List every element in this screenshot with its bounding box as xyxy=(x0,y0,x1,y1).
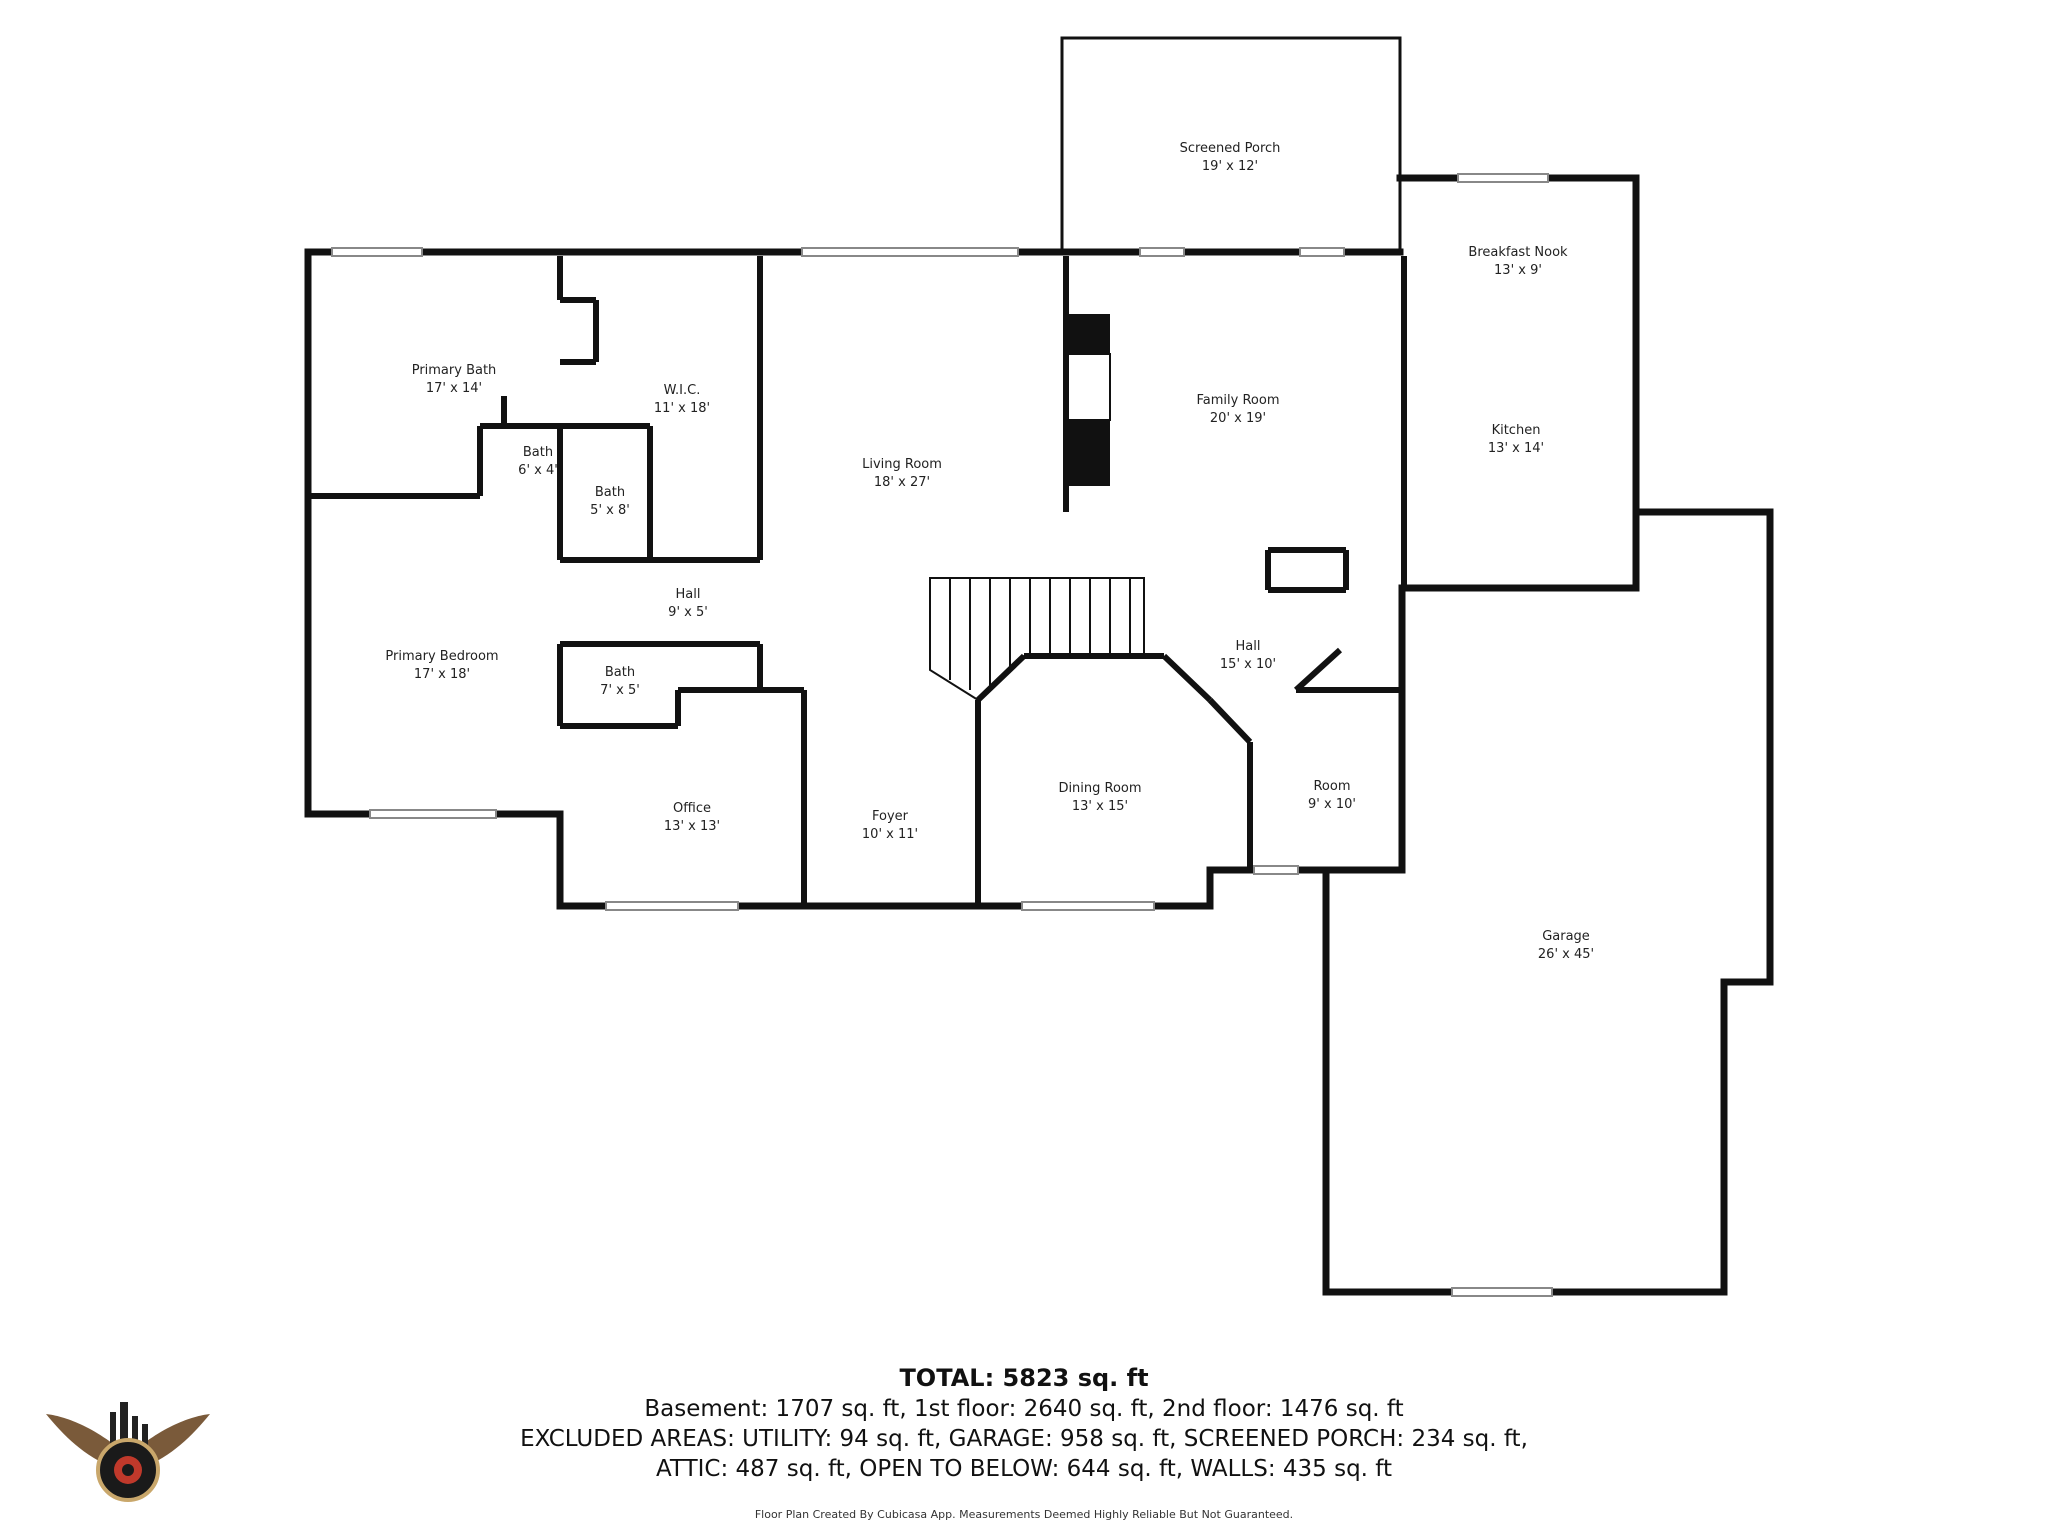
excluded-areas-line: EXCLUDED AREAS: UTILITY: 94 sq. ft, GARA… xyxy=(520,1426,1528,1452)
room-name: Room xyxy=(1313,779,1351,794)
room-name: Primary Bedroom xyxy=(385,649,499,664)
room-label-kitchen: Kitchen 13' x 14' xyxy=(1488,422,1544,458)
room-name: W.I.C. xyxy=(663,383,701,398)
windows xyxy=(331,173,1553,1297)
room-name: Foyer xyxy=(871,809,909,824)
room-dimensions: 13' x 9' xyxy=(1494,263,1542,278)
room-label-bath-5x8: Bath 5' x 8' xyxy=(590,484,630,520)
room-dimensions: 17' x 14' xyxy=(425,381,483,396)
interior-walls xyxy=(308,256,1407,906)
room-dimensions: 6' x 4' xyxy=(518,463,558,478)
room-dimensions: 19' x 12' xyxy=(1201,159,1259,174)
room-label-hall-15x10: Hall 15' x 10' xyxy=(1220,638,1276,674)
room-dimensions: 9' x 10' xyxy=(1308,797,1356,812)
exterior-walls xyxy=(304,36,1774,1296)
staircase xyxy=(929,577,1145,702)
room-dimensions: 5' x 8' xyxy=(590,503,630,518)
room-label-foyer: Foyer 10' x 11' xyxy=(862,808,918,844)
floor-areas-line: Basement: 1707 sq. ft, 1st floor: 2640 s… xyxy=(644,1396,1404,1422)
room-dimensions: 13' x 14' xyxy=(1487,441,1545,456)
room-dimensions: 20' x 19' xyxy=(1209,411,1267,426)
room-name: Office xyxy=(673,801,711,816)
room-dimensions: 18' x 27' xyxy=(873,475,931,490)
room-name: Family Room xyxy=(1196,393,1280,408)
room-name: Bath xyxy=(522,445,554,460)
room-label-wic: W.I.C. 11' x 18' xyxy=(654,382,710,418)
room-label-dining-room: Dining Room 13' x 15' xyxy=(1058,780,1141,816)
room-name: Bath xyxy=(604,665,636,680)
total-area: TOTAL: 5823 sq. ft xyxy=(899,1364,1149,1392)
room-dimensions: 10' x 11' xyxy=(861,827,919,842)
room-dimensions: 15' x 10' xyxy=(1219,657,1277,672)
room-label-breakfast-nook: Breakfast Nook 13' x 9' xyxy=(1468,244,1567,280)
room-name: Primary Bath xyxy=(411,363,497,378)
room-label-garage: Garage 26' x 45' xyxy=(1538,928,1594,964)
room-label-primary-bath: Primary Bath 17' x 14' xyxy=(412,362,497,398)
room-label-office: Office 13' x 13' xyxy=(664,800,720,836)
room-label-hall-9x5: Hall 9' x 5' xyxy=(668,586,708,622)
room-name: Hall xyxy=(1235,639,1261,654)
room-name: Kitchen xyxy=(1491,423,1541,438)
other-areas-line: ATTIC: 487 sq. ft, OPEN TO BELOW: 644 sq… xyxy=(655,1456,1393,1482)
room-dimensions: 26' x 45' xyxy=(1537,947,1595,962)
credit-footer: Floor Plan Created By Cubicasa App. Meas… xyxy=(754,1508,1294,1521)
room-label-bath-7x5: Bath 7' x 5' xyxy=(600,664,640,700)
room-name: Dining Room xyxy=(1058,781,1142,796)
room-name: Garage xyxy=(1542,929,1590,944)
fireplace xyxy=(1067,314,1111,486)
room-dimensions: 13' x 13' xyxy=(663,819,721,834)
room-label-primary-bedroom: Primary Bedroom 17' x 18' xyxy=(385,648,498,684)
room-dimensions: 13' x 15' xyxy=(1071,799,1129,814)
room-dimensions: 11' x 18' xyxy=(653,401,711,416)
room-label-living-room: Living Room 18' x 27' xyxy=(862,456,942,492)
room-name: Breakfast Nook xyxy=(1468,245,1568,260)
room-name: Living Room xyxy=(862,457,942,472)
room-name: Hall xyxy=(675,587,701,602)
room-label-room: Room 9' x 10' xyxy=(1308,778,1356,814)
room-label-screened-porch: Screened Porch 19' x 12' xyxy=(1180,140,1281,176)
room-name: Bath xyxy=(594,485,626,500)
indiana-sky-pics-logo xyxy=(46,1402,210,1502)
room-label-bath-6x4: Bath 6' x 4' xyxy=(518,444,558,480)
room-dimensions: 17' x 18' xyxy=(413,667,471,682)
room-dimensions: 9' x 5' xyxy=(668,605,708,620)
room-label-family-room: Family Room 20' x 19' xyxy=(1197,392,1280,428)
room-name: Screened Porch xyxy=(1179,141,1281,156)
room-dimensions: 7' x 5' xyxy=(600,683,640,698)
